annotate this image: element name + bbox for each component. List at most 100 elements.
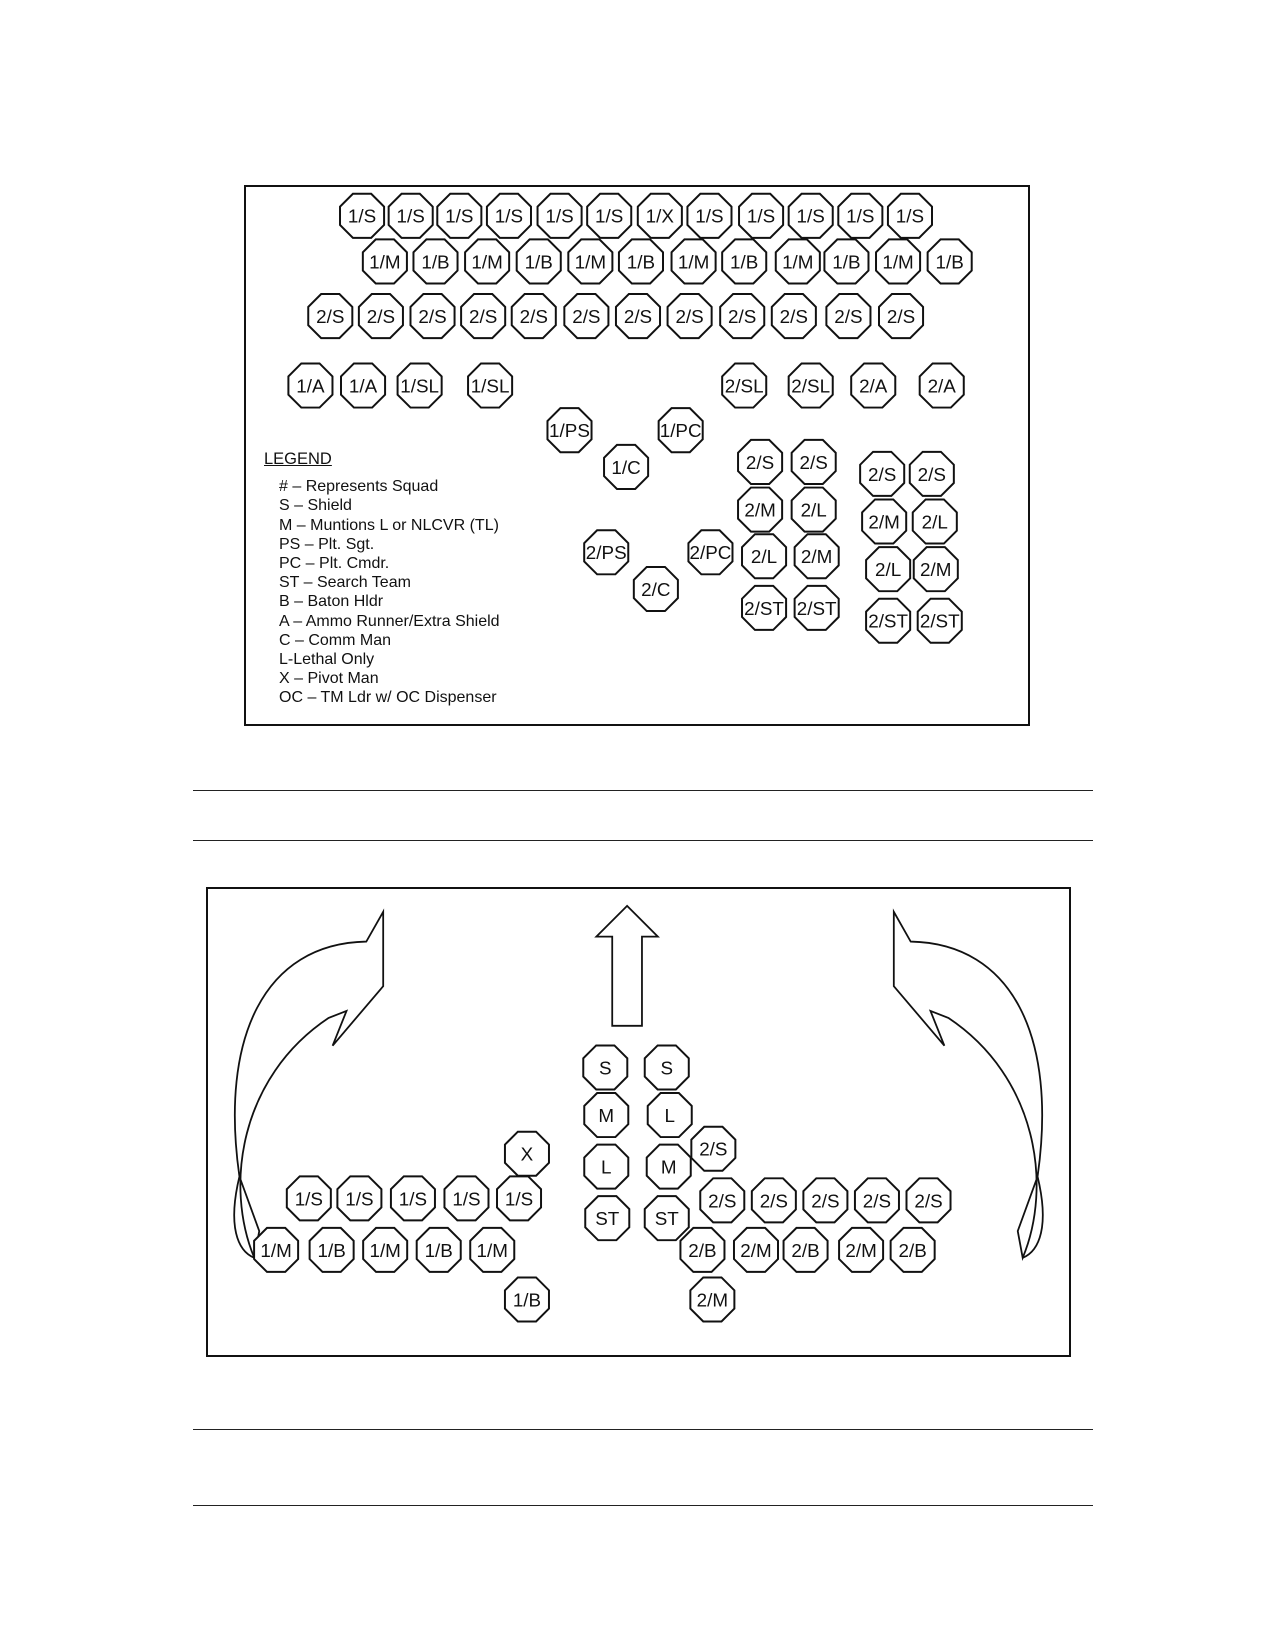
octagon-icon [515,238,562,285]
octagon-icon [285,1175,332,1222]
octagon-icon [643,1044,690,1091]
unit-marker-1-s: 1/S [436,192,483,239]
unit-marker-1-b: 1/B [503,1276,550,1323]
octagon-icon [875,238,922,285]
unit-label: 1/S [295,1188,323,1209]
legend-item-ammo-runner: A – Ammo Runner/Extra Shield [279,612,500,630]
unit-label: 2/S [834,306,862,327]
unit-marker-1-b: 1/B [515,238,562,285]
unit-marker-st: ST [643,1195,690,1242]
unit-marker-1-m: 1/M [469,1226,516,1273]
unit-label: 2/S [887,306,915,327]
right-curved-arrow [892,908,1044,1261]
unit-label: 1/S [399,1188,427,1209]
unit-marker-2-s: 2/S [825,293,872,340]
unit-label: 2/L [922,511,948,532]
unit-marker-2-s: 2/S [357,293,404,340]
unit-label: 2/S [728,306,756,327]
unit-marker-2-s: 2/S [699,1177,746,1224]
unit-marker-2-m: 2/M [793,533,840,580]
unit-label: 2/C [641,579,670,600]
octagon-icon [790,486,837,533]
octagon-icon [690,1125,737,1172]
unit-label: 1/SL [400,375,439,396]
unit-label: 1/M [575,251,606,272]
unit-label: 2/S [699,1139,727,1160]
octagon-icon [496,1175,543,1222]
octagon-icon [336,1175,383,1222]
unit-label: 1/S [896,206,924,227]
unit-marker-1-b: 1/B [721,238,768,285]
unit-label: 2/M [740,1240,771,1261]
octagon-icon [485,192,532,239]
unit-label: 2/S [800,452,828,473]
unit-marker-1-s: 1/S [536,192,583,239]
octagon-icon [583,1143,630,1190]
unit-marker-2-st: 2/ST [916,597,963,644]
left-curved-arrow [233,908,385,1261]
unit-label: X [521,1144,534,1165]
octagon-icon [787,362,834,409]
legend-title: LEGEND [264,450,332,468]
unit-marker-m: M [583,1092,630,1139]
unit-marker-2-s: 2/S [563,293,610,340]
unit-marker-2-s: 2/S [666,293,713,340]
unit-label: 1/S [397,206,425,227]
unit-label: 1/B [627,251,655,272]
octagon-icon [617,238,664,285]
unit-marker-1-c: 1/C [603,443,650,490]
unit-marker-2-s: 2/S [802,1177,849,1224]
unit-label: 1/S [345,1188,373,1209]
octagon-icon [657,407,704,454]
unit-label: 1/B [525,251,553,272]
unit-label: 2/S [811,1190,839,1211]
unit-label: 1/S [846,206,874,227]
unit-marker-1-s: 1/S [485,192,532,239]
unit-marker-2-s: 2/S [460,293,507,340]
octagon-icon [409,293,456,340]
left-curved-arrow-inner [233,1176,255,1259]
octagon-icon [396,362,443,409]
unit-marker-1-b: 1/B [415,1226,462,1273]
unit-marker-2-s: 2/S [853,1177,900,1224]
unit-marker-1-m: 1/M [774,238,821,285]
unit-marker-2-l: 2/L [741,533,788,580]
unit-label: 2/SL [791,375,830,396]
right-curved-arrow-inner [1022,1176,1044,1259]
legend-list: # – Represents Squad S – Shield M – Munt… [264,477,500,707]
unit-marker-2-m: 2/M [912,546,959,593]
unit-label: 2/ST [868,611,908,632]
unit-marker-1-b: 1/B [823,238,870,285]
legend-item-baton-hldr: B – Baton Hldr [279,593,384,611]
unit-label: 1/SL [471,375,510,396]
unit-label: 1/B [318,1240,346,1261]
unit-marker-2-s: 2/S [905,1177,952,1224]
unit-label: 1/PS [549,420,590,441]
legend-item-comm-man: C – Comm Man [279,631,392,649]
octagon-icon [886,192,933,239]
unit-marker-m: M [645,1143,692,1190]
octagon-icon [823,238,870,285]
octagon-icon [741,584,788,631]
octagon-icon [912,546,959,593]
octagon-icon [679,1226,726,1273]
unit-label: 2/S [914,1190,942,1211]
unit-marker-1-s: 1/S [837,192,884,239]
unit-marker-2-s: 2/S [510,293,557,340]
unit-marker-2-st: 2/ST [741,584,788,631]
octagon-icon [643,1195,690,1242]
unit-label: 1/S [495,206,523,227]
octagon-icon [732,1226,779,1273]
unit-label: 2/L [875,559,901,580]
octagon-icon [793,584,840,631]
unit-marker-s: S [643,1044,690,1091]
unit-marker-2-b: 2/B [679,1226,726,1273]
octagon-icon [908,450,955,497]
unit-label: 1/M [782,251,813,272]
unit-label: 1/C [611,457,640,478]
octagon-icon [339,192,386,239]
unit-label: 2/S [675,306,703,327]
unit-marker-1-b: 1/B [412,238,459,285]
octagon-icon [467,362,514,409]
